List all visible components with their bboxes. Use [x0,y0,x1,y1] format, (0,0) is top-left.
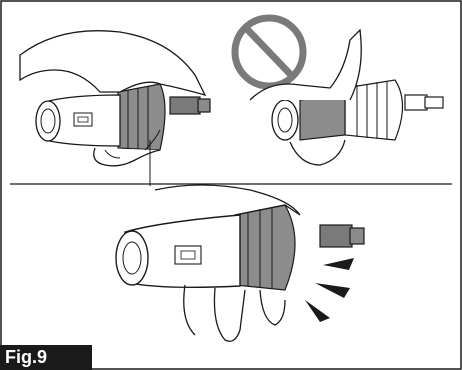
figure-label: Fig.9 [0,345,92,370]
hose-nipple [320,225,364,247]
hose-nipple [405,95,443,110]
connector-body [36,95,120,146]
hose-nipple [170,97,210,114]
connector-body [272,100,298,140]
ribbed-collar [235,205,295,290]
inner-ring [300,95,345,140]
ribbed-collar [118,84,165,150]
